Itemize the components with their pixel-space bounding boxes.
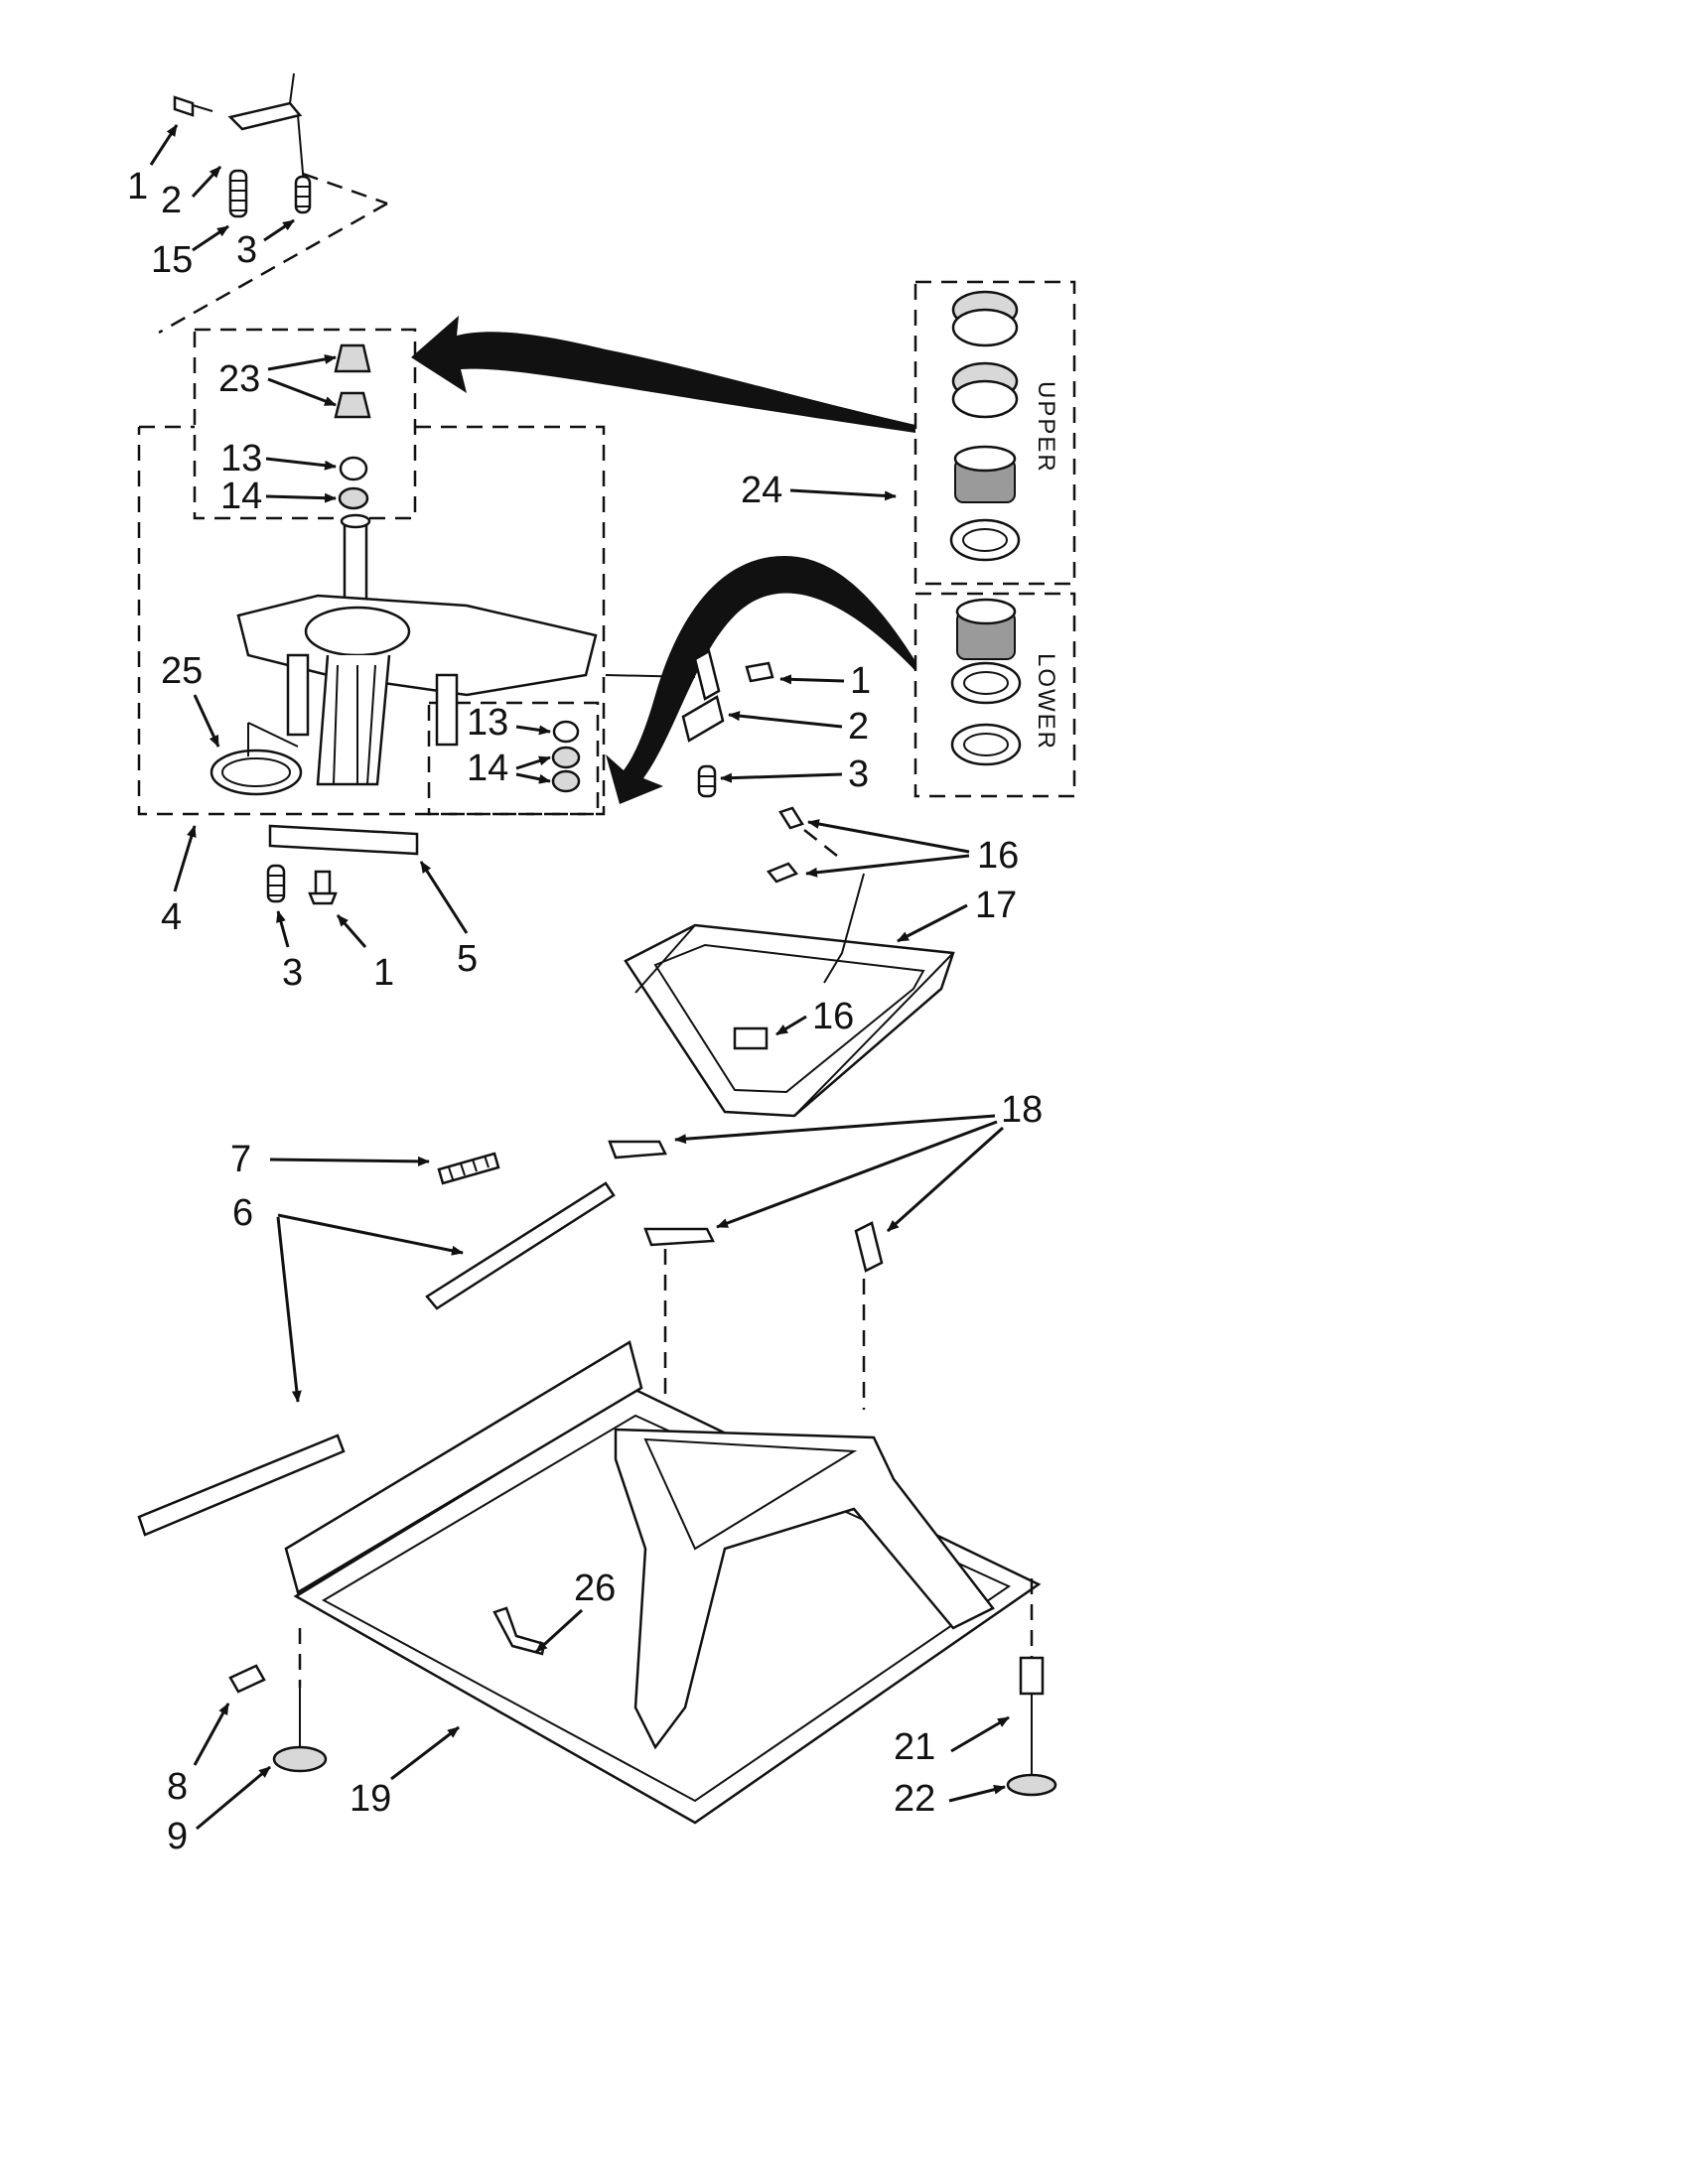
bearing-13a bbox=[339, 456, 368, 481]
kit-lower-ring-1 bbox=[950, 661, 1022, 705]
callout-5: 5 bbox=[457, 938, 478, 980]
clip-18a bbox=[608, 1140, 667, 1160]
callout-18: 18 bbox=[1001, 1089, 1043, 1131]
kit-arrows bbox=[411, 316, 915, 804]
kit-lower-ring-2 bbox=[950, 723, 1022, 766]
tub-support bbox=[614, 1428, 995, 1750]
callout-13: 13 bbox=[467, 702, 508, 744]
group-boxes bbox=[137, 172, 1076, 816]
callout-17: 17 bbox=[975, 885, 1017, 926]
screw-1-right bbox=[745, 661, 774, 683]
spring-7 bbox=[437, 1152, 500, 1185]
bearing-13b bbox=[552, 720, 580, 744]
rail-6a bbox=[425, 1181, 616, 1310]
callouts: 1 2 15 3 23 13 14 24 25 1 2 13 14 3 4 3 … bbox=[127, 166, 1043, 1857]
callout-14: 14 bbox=[467, 748, 508, 789]
foot-22 bbox=[1006, 1773, 1057, 1797]
callout-4: 4 bbox=[161, 896, 182, 938]
callout-3: 3 bbox=[848, 753, 869, 795]
callout-3: 3 bbox=[236, 229, 257, 271]
upper-kit-arrow bbox=[411, 316, 915, 433]
callout-25: 25 bbox=[161, 650, 203, 692]
foot-21 bbox=[1019, 1656, 1045, 1696]
box-upper-bearings bbox=[193, 328, 417, 520]
cabinet-base-19 bbox=[228, 1340, 1057, 1825]
kit-upper-ring bbox=[949, 518, 1021, 562]
leader-arrows bbox=[149, 124, 1010, 1831]
callout-26: 26 bbox=[574, 1568, 616, 1609]
top-hardware bbox=[173, 72, 312, 218]
callout-1: 1 bbox=[373, 952, 394, 994]
callout-3: 3 bbox=[282, 952, 303, 994]
clip-16c bbox=[733, 1026, 769, 1050]
label-lower: LOWER bbox=[1033, 653, 1059, 751]
callout-2: 2 bbox=[848, 706, 869, 748]
label-upper: UPPER bbox=[1033, 381, 1059, 474]
bearing-14b bbox=[551, 746, 581, 769]
box-assembly-4 bbox=[137, 425, 606, 816]
rail-6b bbox=[137, 1433, 346, 1537]
bracket-2-right bbox=[681, 649, 725, 743]
suspension-kit bbox=[949, 290, 1022, 766]
leader-top-assembly bbox=[158, 172, 388, 335]
upper-bearings bbox=[334, 343, 371, 510]
callout-24: 24 bbox=[741, 470, 782, 511]
lower-left-hardware bbox=[266, 824, 419, 905]
box-upper-kit bbox=[913, 280, 1076, 586]
callout-1: 1 bbox=[850, 660, 871, 702]
callout-2: 2 bbox=[161, 180, 182, 221]
clip-16b bbox=[766, 862, 799, 884]
spring-3-right bbox=[697, 764, 717, 798]
screw-1-left bbox=[308, 870, 338, 905]
bearing-14a bbox=[338, 486, 369, 510]
clip-18b bbox=[643, 1227, 715, 1247]
callout-1: 1 bbox=[127, 166, 148, 207]
bearing-14c bbox=[551, 769, 581, 793]
foot-9 bbox=[272, 1745, 328, 1773]
callout-8: 8 bbox=[167, 1766, 188, 1808]
callout-23: 23 bbox=[218, 358, 260, 400]
screw-1-top bbox=[173, 95, 195, 117]
lower-bearings bbox=[551, 720, 581, 793]
callout-16: 16 bbox=[977, 835, 1019, 877]
right-hardware bbox=[605, 649, 774, 798]
callout-6: 6 bbox=[232, 1192, 253, 1234]
bracket-5 bbox=[268, 824, 419, 856]
callout-15: 15 bbox=[151, 239, 193, 281]
callout-14: 14 bbox=[220, 476, 262, 517]
frame-17 bbox=[624, 923, 955, 1118]
ring-25 bbox=[210, 749, 303, 796]
callout-16: 16 bbox=[812, 996, 854, 1037]
clip-16a bbox=[778, 806, 804, 830]
spring-15 bbox=[228, 169, 248, 218]
callout-9: 9 bbox=[167, 1816, 188, 1857]
callout-21: 21 bbox=[894, 1726, 935, 1768]
lower-kit-arrow bbox=[606, 556, 915, 804]
box-lower-kit bbox=[913, 592, 1076, 798]
middle-parts bbox=[137, 1140, 884, 1537]
callout-22: 22 bbox=[894, 1778, 935, 1820]
base-side-rail bbox=[284, 1340, 643, 1594]
callout-19: 19 bbox=[350, 1778, 391, 1820]
leg-a bbox=[286, 653, 310, 737]
bearing-23b bbox=[334, 391, 371, 419]
bracket-2-top bbox=[227, 101, 303, 131]
pin-8 bbox=[228, 1664, 266, 1694]
base-assembly-4 bbox=[210, 513, 598, 796]
center-leg bbox=[316, 654, 391, 786]
box-lower-bearings bbox=[427, 701, 600, 816]
leg-b bbox=[435, 673, 459, 747]
bearing-23a bbox=[334, 343, 371, 373]
upper-frame-17 bbox=[624, 806, 955, 1118]
clip-18c bbox=[854, 1221, 884, 1273]
callout-13: 13 bbox=[220, 438, 262, 479]
callout-7: 7 bbox=[230, 1139, 251, 1180]
